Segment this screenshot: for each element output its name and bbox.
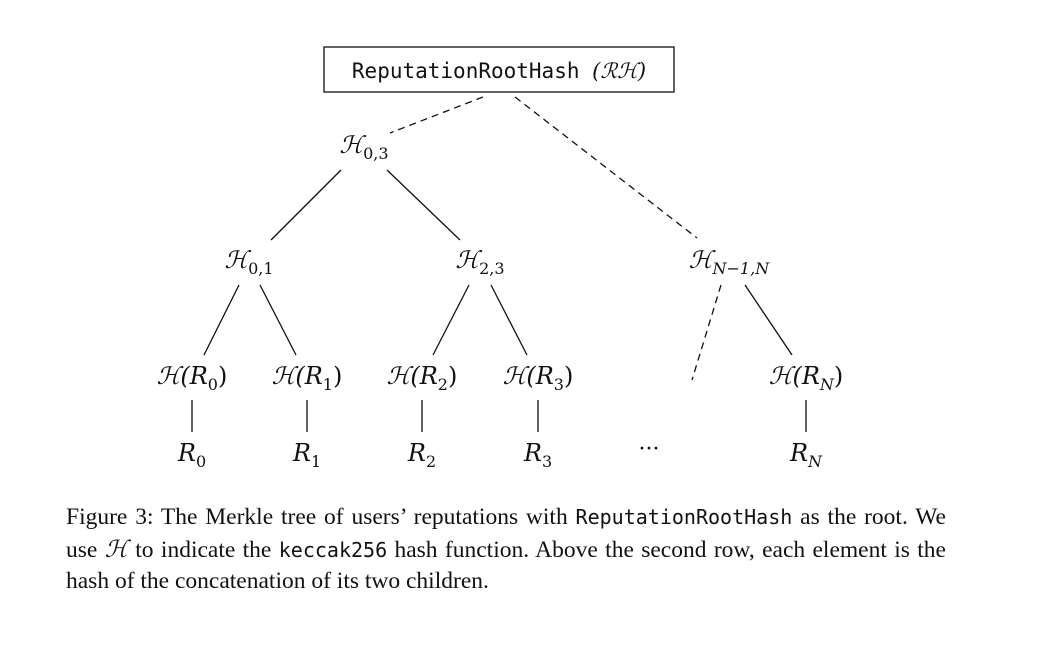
- node-h23: ℋ2,3: [455, 246, 504, 278]
- node-hN-base: ℋ: [689, 246, 716, 274]
- leaf-0-base: R: [177, 439, 196, 467]
- caption-part-2: as the root. We use: [66, 504, 946, 563]
- leaf-N-base: R: [789, 439, 808, 467]
- leaf-2-sub: 2: [426, 452, 436, 471]
- ellipsis: ···: [639, 437, 660, 462]
- hash-leaf-1-close: ): [333, 362, 342, 390]
- leaf-N: RN: [789, 439, 823, 471]
- root-node: ReputationRootHash (ℛℋ): [323, 46, 675, 93]
- caption-part-4: hash function. Above the second row, eac…: [66, 536, 946, 595]
- hash-leaf-0: ℋ(R0): [157, 362, 228, 394]
- leaf-1-sub: 1: [311, 452, 321, 471]
- leaf-1: R1: [292, 439, 321, 471]
- node-h03-sub: 0,3: [363, 144, 388, 163]
- hash-leaf-3: ℋ(R3): [503, 362, 574, 394]
- hash-leaf-3-close: ): [564, 362, 573, 390]
- hash-leaf-0-label: ℋ(R: [157, 362, 208, 390]
- hash-leaf-2-label: ℋ(R: [387, 362, 438, 390]
- root-box: [323, 46, 675, 93]
- leaf-0-sub: 0: [196, 452, 206, 471]
- hash-leaf-2-sub: 2: [438, 375, 448, 394]
- hash-leaf-3-label: ℋ(R: [503, 362, 554, 390]
- caption-code-keccak: keccak256: [278, 537, 388, 562]
- node-h23-sub: 2,3: [479, 259, 504, 278]
- caption-part-1: Figure 3: The Merkle tree of users’ repu…: [66, 504, 576, 530]
- hash-leaf-N-sub: N: [819, 375, 835, 394]
- leaf-2-base: R: [407, 439, 426, 467]
- edge-hN-dots: [691, 284, 722, 381]
- hash-leaf-2-close: ): [448, 362, 457, 390]
- hash-leaf-1-label: ℋ(R: [272, 362, 323, 390]
- hash-leaf-1: ℋ(R1): [272, 362, 343, 394]
- hash-leaf-3-sub: 3: [554, 375, 564, 394]
- root-label: ReputationRootHash (ℛℋ): [352, 59, 646, 83]
- node-h01: ℋ0,1: [224, 246, 273, 278]
- caption-code-root: ReputationRootHash: [575, 505, 793, 529]
- hash-leaf-N: ℋ(RN): [769, 362, 844, 394]
- tree-edges: [191, 96, 807, 432]
- hash-leaf-N-label: ℋ(R: [769, 362, 820, 390]
- hash-leaf-2: ℋ(R2): [387, 362, 458, 394]
- leaf-N-sub: N: [807, 452, 823, 471]
- node-hN-sub: N−1,N: [712, 259, 771, 278]
- root-symbol: (ℛℋ): [592, 59, 646, 83]
- node-h23-base: ℋ: [455, 246, 482, 274]
- hash-leaf-0-close: ): [218, 362, 227, 390]
- edge-h03-h23: [386, 169, 461, 241]
- hash-leaf-1-sub: 1: [323, 375, 333, 394]
- leaf-1-base: R: [292, 439, 311, 467]
- edge-hN-hRN: [744, 284, 793, 356]
- leaf-3-sub: 3: [542, 452, 552, 471]
- hash-leaf-0-sub: 0: [208, 375, 218, 394]
- edge-h01-hR1: [259, 284, 297, 356]
- edge-h23-hR2: [432, 284, 470, 356]
- edge-h01-hR0: [203, 284, 240, 356]
- leaf-2: R2: [407, 439, 436, 471]
- edge-root-hN: [514, 96, 698, 239]
- edge-h03-h01: [270, 169, 342, 241]
- node-h01-base: ℋ: [224, 246, 251, 274]
- edge-root-h03: [389, 96, 484, 134]
- caption-part-3: to indicate the: [127, 536, 279, 563]
- caption-hash-symbol: ℋ: [104, 534, 128, 563]
- node-h03-base: ℋ: [339, 131, 366, 159]
- leaf-3-base: R: [523, 439, 542, 467]
- node-h03: ℋ0,3: [339, 131, 388, 163]
- leaf-3: R3: [523, 439, 552, 471]
- edge-h23-hR3: [490, 284, 528, 356]
- leaf-0: R0: [177, 439, 206, 471]
- node-hN: ℋN−1,N: [689, 246, 770, 278]
- node-h01-sub: 0,1: [248, 259, 273, 278]
- hash-leaf-N-close: ): [834, 362, 843, 390]
- root-name: ReputationRootHash: [352, 59, 580, 83]
- figure-caption: Figure 3: The Merkle tree of users’ repu…: [66, 502, 946, 598]
